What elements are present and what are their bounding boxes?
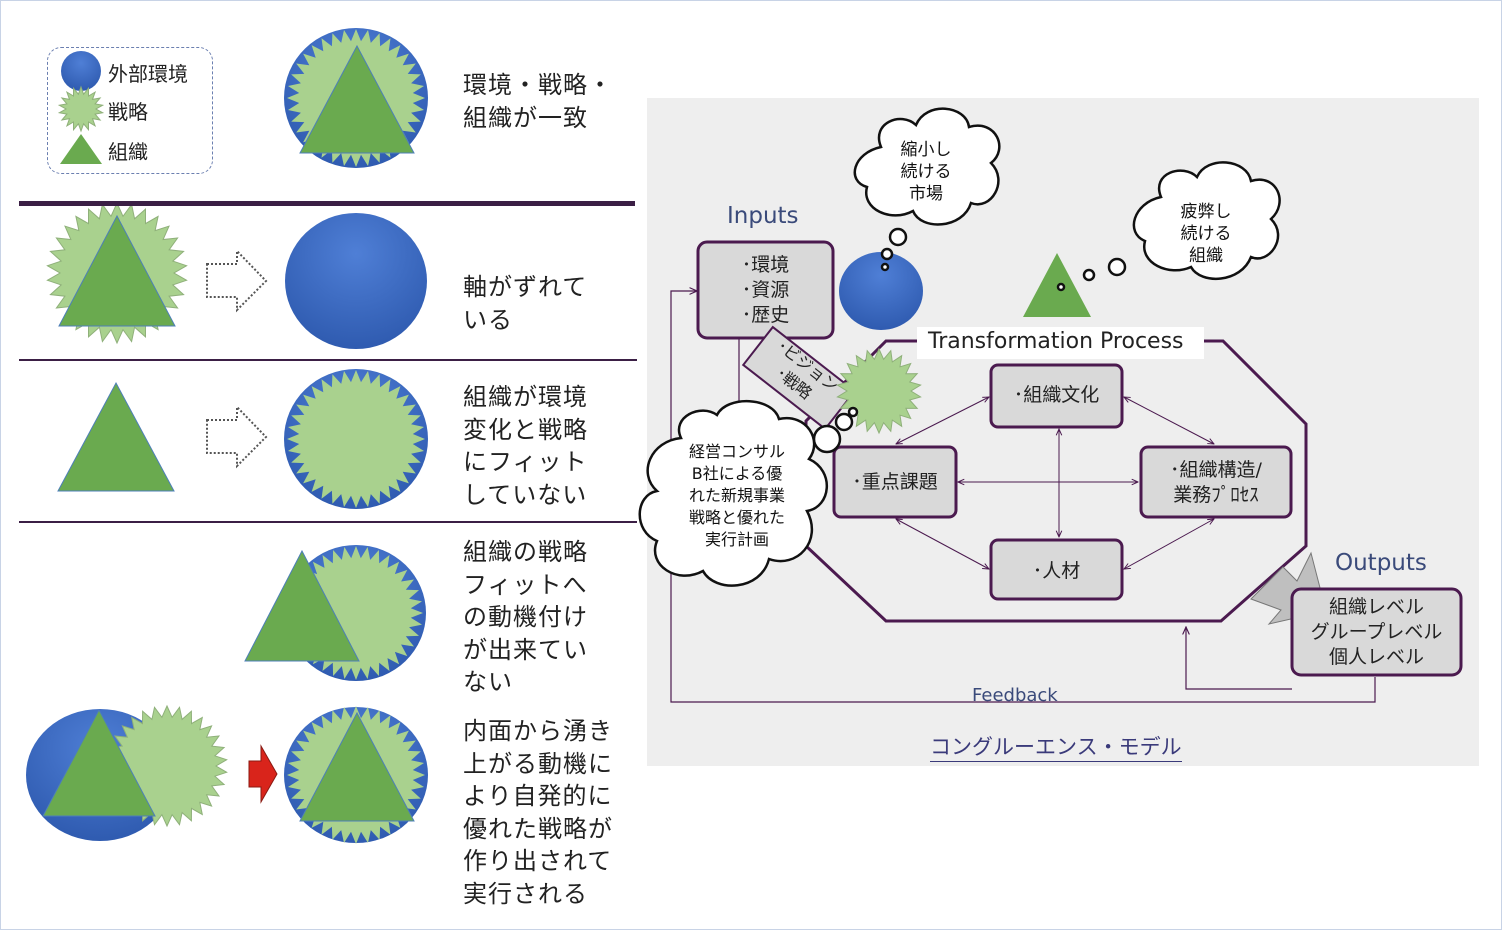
organization-triangle <box>42 708 156 817</box>
separator-line <box>19 521 637 523</box>
structure-box <box>1139 445 1293 519</box>
organization-triangle <box>1023 253 1091 317</box>
culture-text: ･組織文化 <box>1013 384 1100 406</box>
cloud-market-text: 縮小し 続ける 市場 <box>900 140 952 204</box>
starburst-shape <box>57 85 105 133</box>
thought-cloud-market <box>853 107 1001 272</box>
starburst-shape <box>287 370 425 508</box>
inputs-items: ･環境 ･資源 ･歴史 <box>741 254 790 326</box>
organization-triangle <box>244 549 360 662</box>
outputs-box <box>1290 587 1463 677</box>
organization-triangle <box>299 44 415 154</box>
row1-caption: 環境・戦略・ 組織が一致 <box>463 71 613 132</box>
separator-line <box>19 359 637 361</box>
priority-culture-arrow <box>896 397 989 444</box>
priority-text: ･重点課題 <box>852 471 938 493</box>
environment-circle <box>285 213 427 349</box>
culture-structure-arrow <box>1124 397 1214 444</box>
legend-label-organization: 組織 <box>108 140 148 164</box>
inputs-label: Inputs <box>727 203 799 229</box>
strategy-starburst <box>287 370 425 508</box>
fit-matrix <box>26 28 428 844</box>
organization-triangle <box>58 214 176 327</box>
environment-circle <box>839 252 923 330</box>
thought-cloud-organization <box>1056 161 1281 292</box>
outputs-items: 組織レベル グループレベル 個人レベル <box>1310 596 1443 668</box>
organization-triangle <box>57 381 175 492</box>
culture-box <box>989 363 1124 429</box>
model-title: コングルーエンス・モデル <box>930 731 1182 762</box>
legend-label-environment: 外部環境 <box>108 62 188 86</box>
dotted-arrow-icon <box>206 248 268 313</box>
row3-caption: 組織が環境 変化と戦略 にフィット していない <box>463 383 588 509</box>
row5-caption: 内面から湧き 上がる動機に より自発的に 優れた戦略が 作り出されて 実行される <box>463 717 613 908</box>
red-arrow-icon <box>248 744 278 804</box>
people-structure-arrow <box>1124 519 1214 569</box>
legend-label-strategy: 戦略 <box>108 100 148 124</box>
row4-caption: 組織の戦略 フィットへ の動機付け が出来てい ない <box>463 538 588 696</box>
feedback-line <box>670 291 1376 703</box>
organization-triangle <box>299 711 415 822</box>
structure-text: ･組織構造/ 業務ﾌﾟﾛｾｽ <box>1170 459 1262 506</box>
people-box <box>989 538 1124 601</box>
cloud-consultant-text: 経営コンサル B社による優 れた新規事業 戦略と優れた 実行計画 <box>688 442 785 549</box>
row2-caption: 軸がずれて いる <box>463 273 588 334</box>
separator-line <box>19 201 635 206</box>
cloud-organization-text: 疲弊し 続ける 組織 <box>1180 202 1232 266</box>
outputs-label: Outputs <box>1335 550 1427 576</box>
thought-cloud-consultant <box>638 400 859 587</box>
legend <box>47 47 213 174</box>
feedback-inner-line <box>1186 627 1292 690</box>
blue-circle-icon <box>61 51 101 91</box>
priority-people-arrow <box>896 519 989 569</box>
vision-box <box>741 325 857 431</box>
people-text: ･人材 <box>1032 560 1081 582</box>
process-label-bg <box>917 327 1204 359</box>
green-starburst-icon <box>57 85 105 133</box>
green-triangle-icon <box>60 134 102 164</box>
feedback-label: Feedback <box>972 685 1058 706</box>
dotted-arrow-icon <box>206 404 268 469</box>
process-label: Transformation Process <box>928 329 1184 354</box>
priority-box <box>832 445 958 519</box>
